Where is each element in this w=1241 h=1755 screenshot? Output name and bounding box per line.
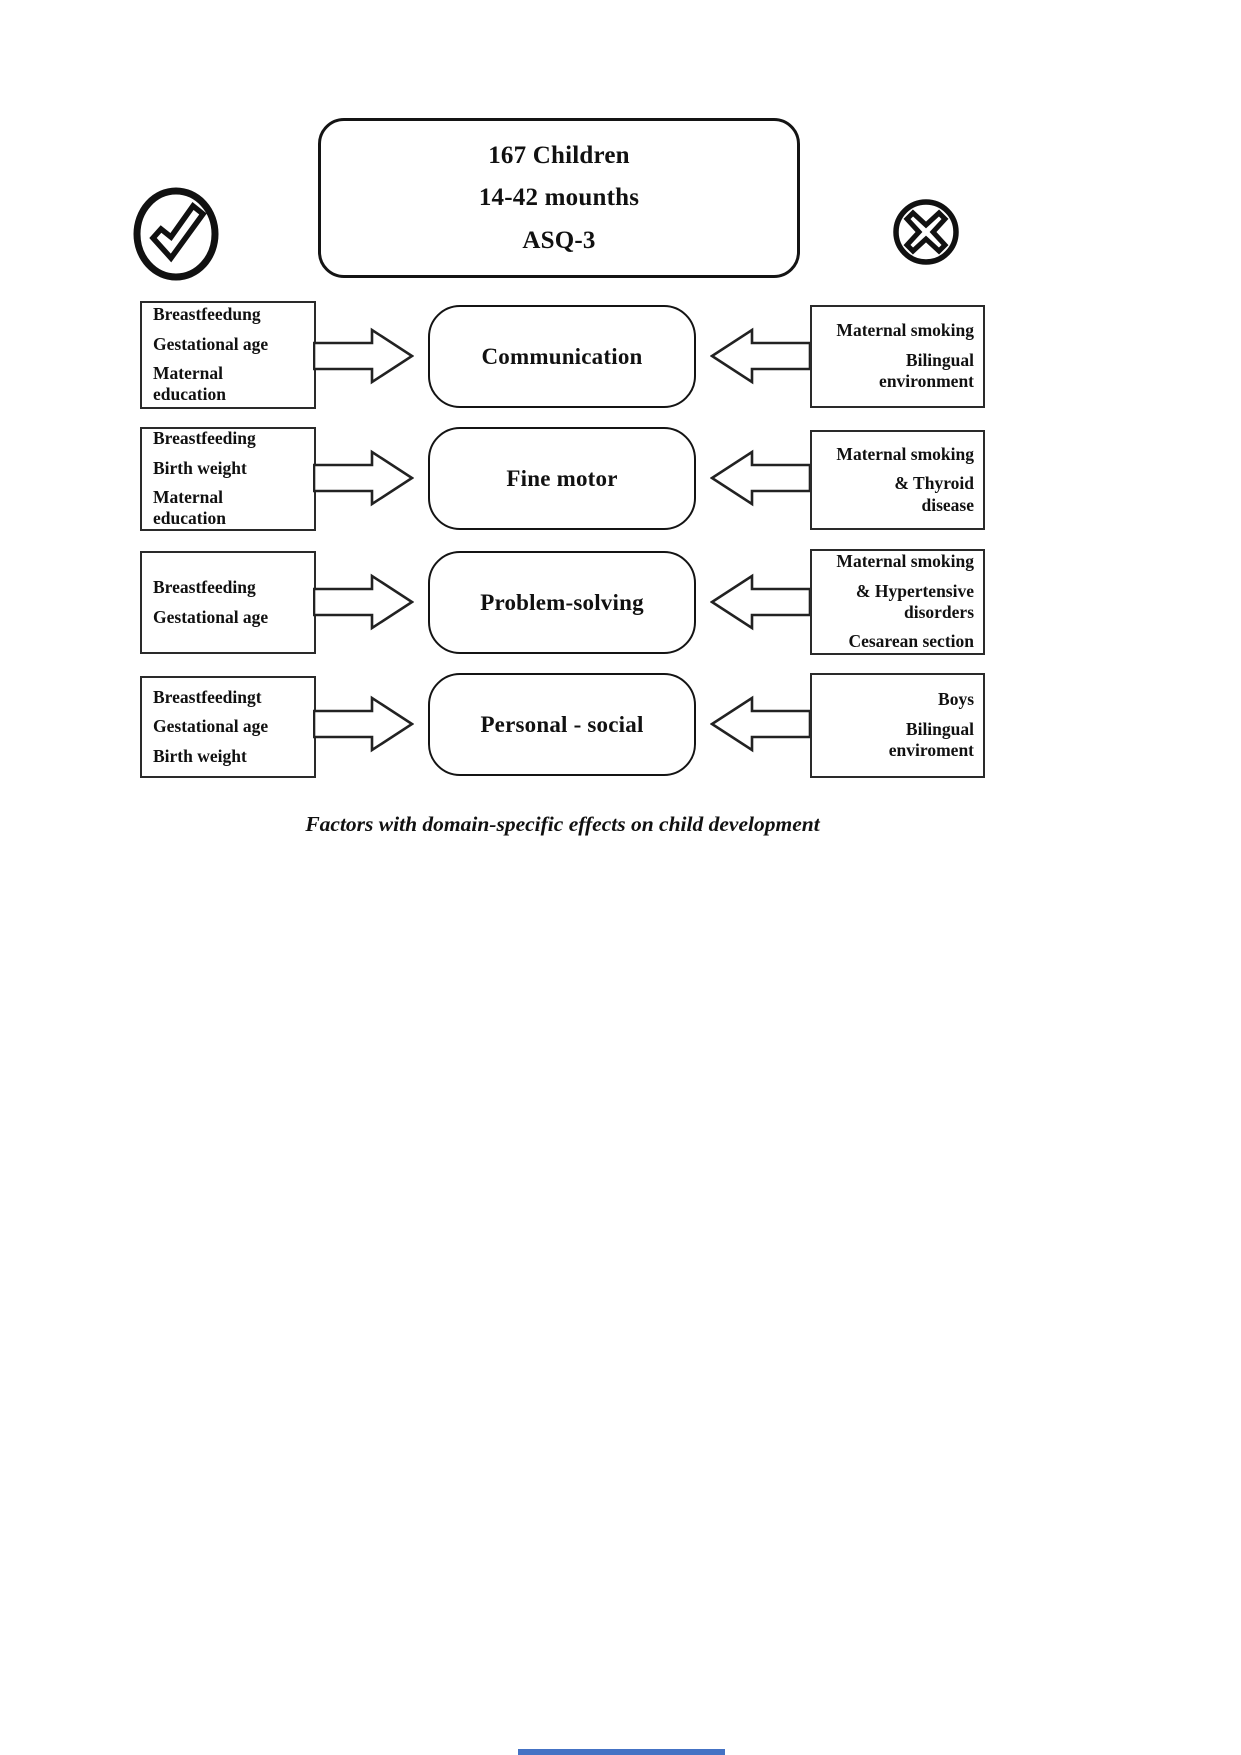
negative-factors-communication: Maternal smoking Bilingual environment	[810, 305, 985, 408]
positive-factors-communication: Breastfeedung Gestational age Maternal e…	[140, 301, 316, 409]
arrow-right-icon	[312, 573, 415, 631]
arrow-left-icon	[709, 449, 812, 507]
factor-item: & Thyroid disease	[894, 473, 974, 515]
factor-item: Maternal smoking	[836, 443, 974, 464]
factor-item: Breastfeedingt	[153, 686, 262, 707]
negative-factors-problem-solving: Maternal smoking & Hypertensive disorder…	[810, 549, 985, 655]
negative-factors-personal-social: Boys Bilingual enviroment	[810, 673, 985, 778]
positive-factors-problem-solving: Breastfeeding Gestational age	[140, 551, 316, 654]
factor-item: & Hypertensive disorders	[855, 580, 974, 622]
factor-item: Bilingual enviroment	[888, 718, 974, 761]
footer-accent-bar	[518, 1749, 725, 1755]
factor-item: Maternal smoking	[836, 551, 974, 572]
domain-label: Personal - social	[480, 711, 644, 737]
arrow-right-icon	[312, 449, 415, 507]
positive-factors-personal-social: Breastfeedingt Gestational age Birth wei…	[140, 676, 316, 778]
factor-item: Gestational age	[153, 606, 269, 627]
factor-item: Gestational age	[153, 333, 269, 354]
factor-item: Birth weight	[153, 457, 247, 478]
domain-label: Problem-solving	[480, 589, 644, 615]
domain-box-fine-motor: Fine motor	[428, 427, 696, 530]
study-age-range: 14-42 mounths	[478, 184, 640, 211]
arrow-left-icon	[709, 327, 812, 385]
study-children-count: 167 Children	[488, 141, 630, 169]
arrow-left-icon	[709, 573, 812, 631]
check-circle-icon	[132, 187, 220, 281]
factor-item: Bilingual environment	[879, 349, 974, 392]
domain-box-communication: Communication	[428, 305, 696, 408]
x-circle-icon	[891, 196, 961, 268]
domain-box-problem-solving: Problem-solving	[428, 551, 696, 654]
factor-item: Boys	[938, 689, 974, 710]
study-summary-box: 167 Children 14-42 mounths ASQ-3	[318, 118, 800, 278]
factor-item: Maternal smoking	[836, 320, 974, 341]
factor-item: Breastfeeding	[153, 428, 256, 449]
factor-item: Birth weight	[153, 745, 247, 766]
study-instrument: ASQ-3	[522, 226, 596, 254]
arrow-right-icon	[312, 327, 415, 385]
domain-box-personal-social: Personal - social	[428, 673, 696, 776]
factor-item: Breastfeedung	[153, 304, 261, 325]
factor-item: Maternal education	[153, 363, 226, 405]
arrow-right-icon	[312, 695, 415, 753]
positive-factors-fine-motor: Breastfeeding Birth weight Maternal educ…	[140, 427, 316, 531]
domain-label: Communication	[481, 343, 643, 369]
arrow-left-icon	[709, 695, 812, 753]
factor-item: Cesarean section	[848, 631, 974, 652]
factor-item: Maternal education	[153, 487, 226, 529]
factor-item: Gestational age	[153, 716, 269, 737]
factor-item: Breastfeeding	[153, 577, 256, 598]
domain-label: Fine motor	[506, 465, 618, 491]
negative-factors-fine-motor: Maternal smoking & Thyroid disease	[810, 430, 985, 530]
figure-caption: Factors with domain-specific effects on …	[305, 812, 820, 836]
